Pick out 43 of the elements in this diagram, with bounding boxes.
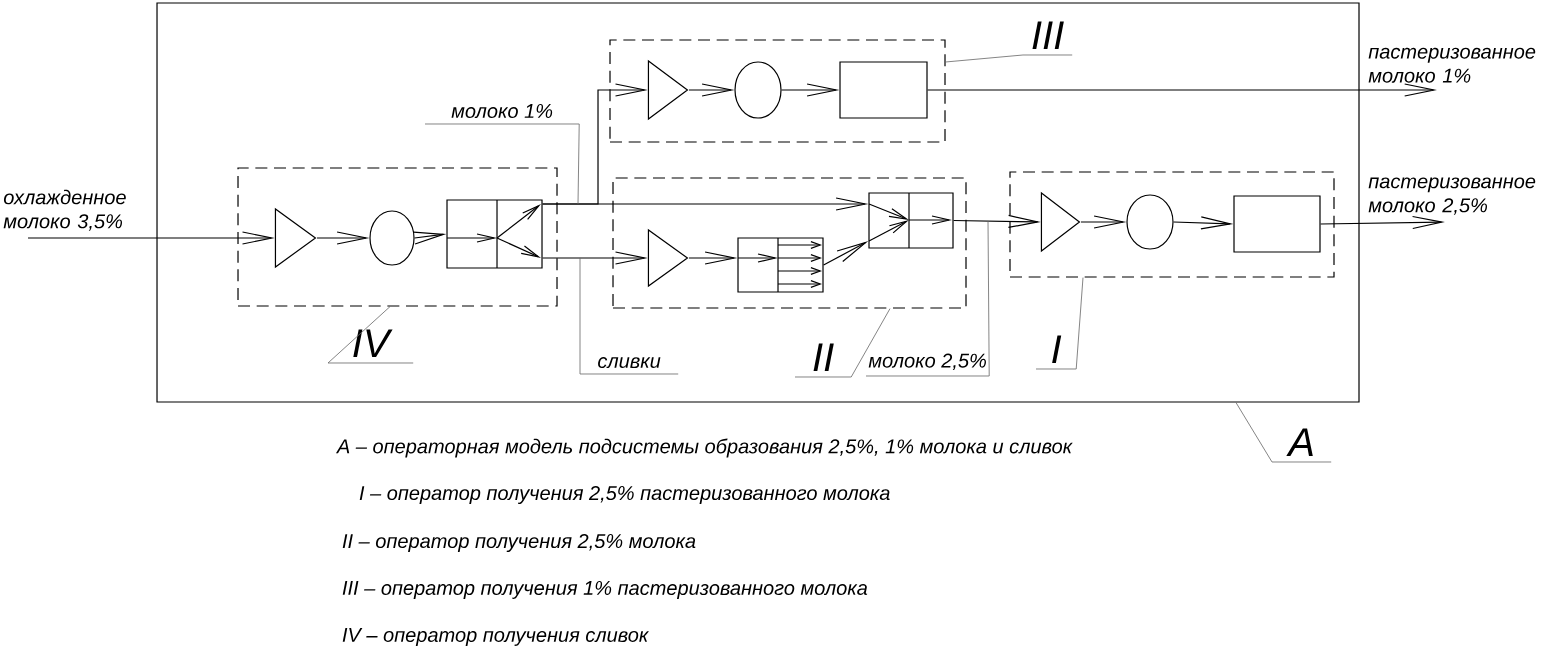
leader-line bbox=[327, 306, 414, 364]
leader-line bbox=[579, 257, 679, 375]
arrow bbox=[542, 197, 869, 211]
leader-line bbox=[865, 220, 990, 377]
arrow bbox=[542, 251, 648, 265]
circle-symbol bbox=[1126, 194, 1174, 250]
divided-box bbox=[737, 237, 824, 293]
roman-numeral: IV bbox=[353, 329, 393, 358]
leader-line bbox=[424, 123, 580, 205]
arrow bbox=[1320, 215, 1445, 230]
rectangle-symbol bbox=[1233, 195, 1321, 253]
operator-group bbox=[609, 39, 946, 143]
divided-box bbox=[868, 192, 954, 249]
note-text: IV – оператор получения сливок bbox=[342, 628, 649, 646]
flow-label: пастеризованное молоко 2,5% bbox=[1368, 177, 1536, 215]
note-text: I – оператор получения 2,5% пастеризованного молока bbox=[359, 485, 890, 505]
flow-label: пастеризованное молоко 1% bbox=[1368, 47, 1536, 83]
roman-numeral: II bbox=[813, 343, 834, 372]
circle-symbol bbox=[369, 210, 415, 266]
leader-line bbox=[794, 308, 891, 378]
arrow bbox=[953, 214, 1041, 229]
note-text: A – операторная модель подсистемы образования 2,5%, 1% молока и сливок bbox=[335, 438, 1073, 458]
leader-text: сливки bbox=[598, 357, 661, 369]
letter-label: A bbox=[1286, 428, 1313, 457]
operator-group bbox=[1009, 171, 1335, 278]
note-text: II – оператор получения 2,5% молока bbox=[342, 533, 696, 553]
arrow bbox=[927, 83, 1437, 97]
leader-text: молоко 1% bbox=[451, 104, 553, 119]
note-text: III – оператор получения 1% пастеризованного молока bbox=[342, 581, 868, 599]
rectangle-symbol bbox=[839, 61, 928, 119]
leader-line bbox=[945, 54, 1073, 63]
flow-label: охлажденное молоко 3,5% bbox=[3, 189, 126, 231]
operator-group bbox=[237, 167, 558, 307]
operator-group bbox=[612, 177, 967, 309]
roman-numeral: I bbox=[1052, 335, 1062, 364]
circle-symbol bbox=[734, 61, 782, 119]
system-box bbox=[156, 2, 1360, 403]
leader-line bbox=[1035, 277, 1084, 370]
arrow bbox=[27, 231, 275, 245]
divided-box bbox=[446, 199, 543, 269]
leader-line bbox=[1235, 402, 1332, 463]
roman-numeral: III bbox=[1032, 21, 1064, 50]
leader-text: молоко 2,5% bbox=[868, 353, 986, 371]
